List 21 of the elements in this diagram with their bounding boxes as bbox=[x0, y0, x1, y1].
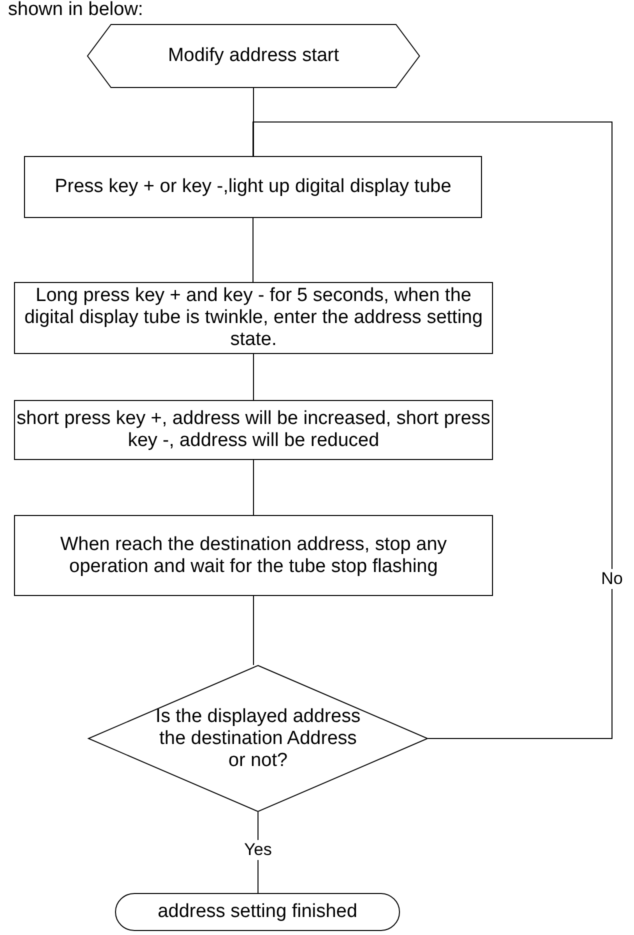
node-text: Is the displayed address the destination Address or not? bbox=[154, 706, 362, 772]
connector-line bbox=[253, 354, 254, 400]
process-box bbox=[24, 156, 482, 218]
node-text: Long press key + and key - for 5 seconds, when the digital display tube is twinkle, enter the address setting state. bbox=[23, 285, 484, 351]
node-text: Modify address start bbox=[168, 45, 340, 67]
note-text: shown in below: bbox=[7, 0, 144, 20]
connector-line bbox=[253, 596, 254, 666]
decision-diamond bbox=[88, 665, 428, 812]
process-box bbox=[14, 400, 493, 460]
connector-line bbox=[253, 460, 254, 516]
connector-line bbox=[253, 88, 254, 156]
connector-line bbox=[252, 218, 254, 282]
end-terminal bbox=[115, 893, 400, 931]
node-text: address setting finished bbox=[158, 901, 358, 923]
start-hexagon bbox=[87, 24, 420, 88]
process-box bbox=[14, 515, 493, 596]
connector-line bbox=[252, 122, 612, 739]
edge-label: Yes bbox=[242, 840, 274, 860]
node-text: short press key +, address will be increased, short press key -, address will be reduced bbox=[16, 408, 491, 452]
node-text: Press key + or key -,light up digital display tube bbox=[54, 176, 452, 198]
node-text: When reach the destination address, stop any operation and wait for the tube stop flashing bbox=[59, 534, 448, 578]
